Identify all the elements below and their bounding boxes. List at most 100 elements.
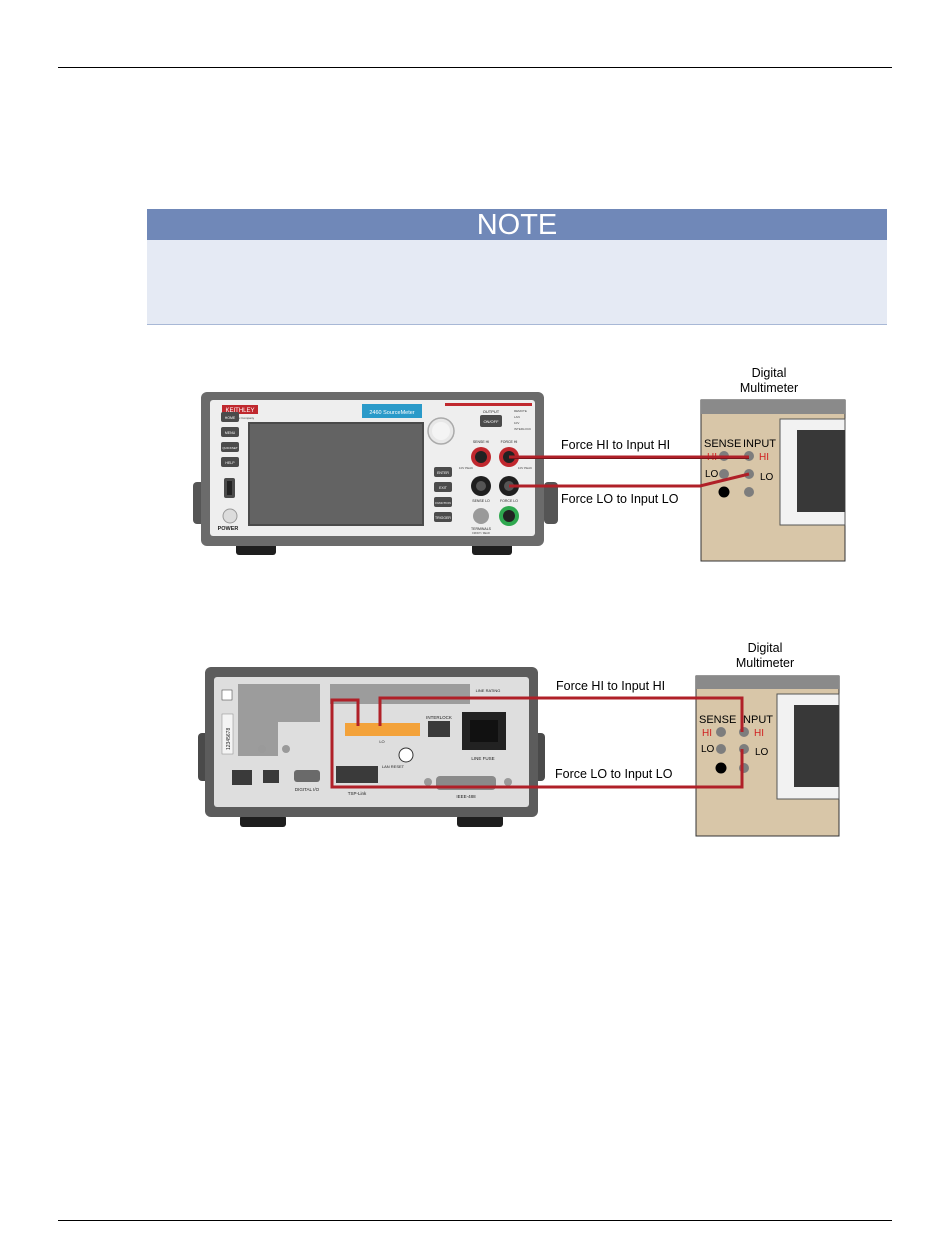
interlock-label: INTERLOCK: [426, 715, 452, 720]
menu-button-label: MENU: [225, 431, 236, 435]
function-button[interactable]: [434, 497, 452, 507]
lan-port[interactable]: [232, 770, 252, 785]
rear-io-connector[interactable]: [345, 723, 420, 736]
front-handle-right: [544, 482, 558, 524]
trigger-button-label: TRIGGER: [435, 516, 451, 520]
serial-label-box: [221, 713, 234, 755]
etl-mark: [398, 747, 414, 763]
home-button-label: HOME: [225, 416, 236, 420]
rear-dmm-input-hi-label: HI: [754, 728, 764, 739]
output-onoff-button[interactable]: [480, 415, 502, 427]
front-red-stripe: [445, 403, 532, 406]
rear-io-labels: LO: [379, 739, 384, 744]
front-dmm-amps-jack[interactable]: [744, 487, 754, 497]
rear-dmm-title-line1: Digital: [748, 641, 783, 655]
interlock-port[interactable]: [428, 721, 450, 737]
rear-dmm-input-lo-label: LO: [755, 747, 769, 758]
navigation-knob-center: [432, 422, 450, 440]
front-dmm-top-strip: [701, 400, 845, 414]
remote-indicator: REMOTE: [514, 409, 527, 413]
rear-dmm-sense-label: SENSE: [699, 714, 736, 726]
line-fuse-label: LINE FUSE: [471, 756, 494, 761]
help-button[interactable]: [221, 457, 239, 467]
chassis-ground-terminal-core: [503, 510, 515, 522]
trigger-button[interactable]: [434, 512, 452, 522]
rear-dmm-sense-lo-jack[interactable]: [716, 744, 726, 754]
lan-reset-label: LAN RESET: [382, 764, 405, 769]
rear-foot-left: [240, 815, 286, 827]
rear-vent-lower-left: [238, 722, 278, 756]
note-title: NOTE: [147, 209, 887, 241]
note-box: NOTE: [147, 209, 887, 325]
rear-dmm-top-strip: [696, 676, 839, 689]
output-label: OUTPUT: [483, 409, 500, 414]
front-dmm-display: [797, 430, 845, 512]
1v-indicator: 10V: [514, 421, 519, 425]
rear-dmm-display: [794, 705, 839, 787]
tsp-link-ports[interactable]: [336, 766, 378, 783]
enter-button-label: ENTER: [437, 471, 449, 475]
front-dmm-sense-lo-label: LO: [705, 469, 719, 480]
note-body: [147, 240, 887, 325]
front-display-glass: [250, 424, 422, 524]
exit-button[interactable]: [434, 482, 452, 492]
menu-button[interactable]: [221, 427, 239, 437]
ground-screw-2: [282, 745, 290, 753]
usb-b-port[interactable]: [263, 770, 279, 783]
ieee-screw-right: [504, 778, 512, 786]
front-diagram: KEITHLEY A Tektronix Company 2460 Source…: [193, 366, 846, 562]
tsp-link-label: TSP-Link: [348, 791, 367, 796]
help-button-label: HELP: [225, 461, 235, 465]
enter-button[interactable]: [434, 467, 452, 477]
terminals-label: TERMINALS: [471, 527, 492, 531]
top-rule: [58, 67, 892, 68]
rear-vent-upper-left: [238, 684, 320, 722]
peak-label-right: 10V PEAK: [518, 466, 532, 470]
rear-foot-right: [457, 815, 503, 827]
usb-port-slot: [227, 481, 232, 495]
rear-label-force-hi: Force HI to Input HI: [556, 679, 665, 693]
front-label-force-lo: Force LO to Input LO: [561, 492, 679, 506]
rear-cable-hi: [378, 696, 744, 732]
rear-dmm-black-jack[interactable]: [715, 762, 727, 774]
front-dmm-input-hi-label: HI: [759, 452, 769, 463]
sense-hi-terminal-core: [475, 451, 487, 463]
quickset-button-label: QUICKSET: [222, 446, 238, 450]
interlock-indicator: INTERLOCK: [514, 427, 531, 431]
home-button[interactable]: [221, 412, 239, 422]
line-rating-label: LINE RATING: [476, 688, 501, 693]
ce-mark: [221, 689, 233, 701]
rear-dmm-sense-lo-label: LO: [701, 744, 715, 755]
rear-dmm-sense-hi-jack[interactable]: [716, 727, 726, 737]
digital-io-port[interactable]: [294, 770, 320, 782]
front-dmm-title-line1: Digital: [752, 366, 787, 380]
output-onoff-label: ON/OFF: [483, 419, 499, 424]
front-dmm-sense-lo-jack[interactable]: [719, 469, 729, 479]
quickset-button[interactable]: [221, 442, 239, 452]
brand-sub: A Tektronix Company: [226, 416, 255, 420]
power-button[interactable]: [222, 508, 238, 524]
front-label-force-hi: Force HI to Input HI: [561, 438, 670, 452]
front-left-buttons: HOME MENU QUICKSET HELP POWER: [218, 412, 239, 532]
power-entry-socket: [470, 720, 498, 742]
terminals-button[interactable]: [473, 508, 489, 524]
brand-logo-text: KEITHLEY: [225, 408, 254, 414]
front-dmm-black-jack[interactable]: [718, 486, 730, 498]
rear-dmm-title-line2: Multimeter: [736, 656, 794, 670]
terminals-sub-label: FRONT / REAR: [472, 532, 490, 535]
rear-diagram: 12345678 DIGITAL I/O TSP-Link LAN RESET …: [198, 641, 840, 837]
sense-lo-label: SENSE LO: [472, 499, 490, 503]
brand-logo: [222, 405, 258, 414]
exit-button-label: EXIT: [439, 486, 448, 490]
front-dmm-input-lo-label: LO: [760, 472, 774, 483]
rear-label-force-lo: Force LO to Input LO: [555, 767, 673, 781]
bottom-rule: [58, 1220, 892, 1221]
force-lo-label: FORCE LO: [500, 499, 518, 503]
front-dmm-title-line2: Multimeter: [740, 381, 798, 395]
front-dmm-input-label: INPUT: [743, 438, 776, 450]
power-label: POWER: [218, 526, 239, 532]
function-button-label: FUNCTION: [435, 501, 451, 505]
force-hi-label: FORCE HI: [501, 440, 518, 444]
model-name: 2460 SourceMeter: [369, 410, 414, 416]
sense-lo-terminal-core: [476, 481, 486, 491]
